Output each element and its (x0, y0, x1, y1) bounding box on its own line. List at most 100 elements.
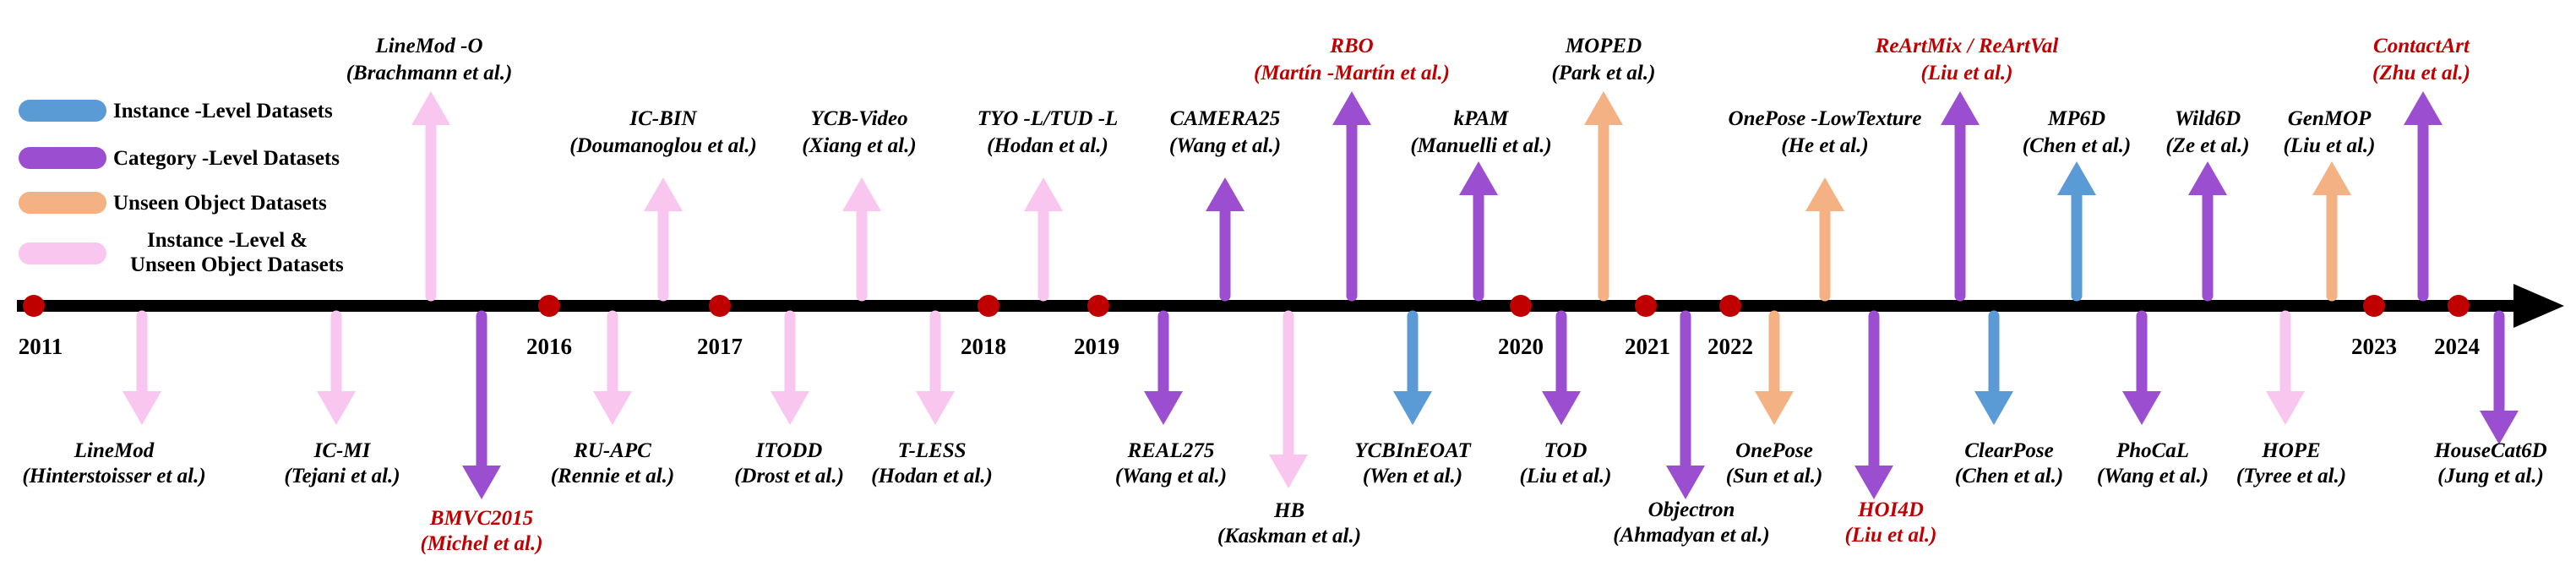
dataset-author-ru-apc: (Rennie et al.) (551, 465, 675, 487)
arrow-head-linemod (123, 391, 161, 425)
dataset-name-itodd: ITODD (755, 439, 823, 462)
dataset-name-phocal: PhoCaL (2116, 439, 2189, 462)
year-marker-2023 (2363, 295, 2385, 317)
arrow-head-clearpose (1974, 391, 2013, 425)
dataset-arrow-hoi4d (1854, 310, 1893, 499)
dataset-arrow-hb (1269, 310, 1308, 488)
dataset-author-linemod-o: (Brachmann et al.) (346, 62, 513, 84)
arrow-head-onepose (1755, 391, 1794, 425)
dataset-author-linemod: (Hinterstoisser et al.) (22, 465, 205, 487)
year-label-2016: 2016 (526, 334, 572, 359)
arrow-head-hoi4d (1854, 466, 1893, 499)
year-marker-2018 (978, 295, 999, 317)
timeline-axis (17, 284, 2564, 328)
dataset-author-contactart: (Zhu et al.) (2372, 62, 2470, 84)
dataset-name-ru-apc: RU-APC (573, 439, 651, 462)
year-label-2017: 2017 (697, 334, 743, 359)
arrow-head-ic-bin (644, 177, 683, 211)
dataset-name-hb: HB (1273, 499, 1304, 522)
dataset-name-rbo: RBO (1329, 35, 1373, 57)
dataset-arrow-ic-mi (317, 310, 356, 425)
legend-label-category: Category -Level Datasets (113, 147, 340, 170)
dataset-name-tod: TOD (1544, 439, 1588, 462)
dataset-author-hoi4d: (Liu et al.) (1844, 524, 1936, 547)
dataset-arrow-hope (2266, 310, 2305, 425)
dataset-arrow-rbo (1332, 91, 1371, 302)
dataset-name-clearpose: ClearPose (1964, 439, 2054, 462)
dataset-author-wild6d: (Ze et al.) (2165, 134, 2249, 157)
legend-swatch-category (19, 147, 106, 169)
dataset-name-linemod-o: LineMod -O (374, 35, 482, 57)
year-label-2011: 2011 (19, 334, 63, 359)
arrow-head-itodd (771, 391, 809, 425)
dataset-arrow-linemod (123, 310, 161, 425)
legend-label-instance: Instance -Level Datasets (113, 100, 333, 123)
dataset-author-real275: (Wang et al.) (1115, 465, 1227, 487)
dataset-arrow-genmop (2312, 161, 2351, 302)
dataset-name-tyo-l-tud-l: TYO -L/TUD -L (978, 107, 1119, 130)
year-label-2023: 2023 (2351, 334, 2397, 359)
dataset-arrow-real275 (1144, 310, 1183, 425)
dataset-name-real275: REAL275 (1127, 439, 1215, 462)
arrow-head-bmvc2015 (462, 466, 501, 499)
dataset-author-onepose: (Sun et al.) (1726, 465, 1823, 487)
year-label-2018: 2018 (961, 334, 1006, 359)
dataset-name-mp6d: MP6D (2047, 107, 2105, 130)
dataset-arrow-housecat6d (2480, 310, 2519, 444)
arrow-head-genmop (2312, 161, 2351, 195)
dataset-author-itodd: (Drost et al.) (734, 465, 844, 487)
year-marker-2021 (1635, 295, 1657, 317)
dataset-arrow-tyo-l-tud-l (1024, 177, 1063, 302)
dataset-arrow-itodd (771, 310, 809, 425)
dataset-arrow-ycb-video (842, 177, 881, 302)
dataset-name-ycbineoat: YCBInEOAT (1354, 439, 1472, 462)
arrow-head-tyo-l-tud-l (1024, 177, 1063, 211)
dataset-arrow-kpam (1459, 161, 1498, 302)
dataset-name-contactart: ContactArt (2373, 35, 2470, 57)
dataset-author-ycb-video: (Xiang et al.) (802, 134, 916, 157)
year-label-2022: 2022 (1707, 334, 1753, 359)
arrow-head-wild6d (2188, 161, 2227, 195)
timeline-arrowhead (2513, 284, 2564, 328)
dataset-author-clearpose: (Chen et al.) (1955, 465, 2063, 487)
arrow-head-hope (2266, 391, 2305, 425)
legend-swatch-instance-unseen (19, 242, 106, 264)
arrow-head-ycbineoat (1393, 391, 1432, 425)
dataset-author-ic-bin: (Doumanoglou et al.) (569, 134, 757, 157)
arrow-head-mp6d (2057, 161, 2096, 195)
arrow-head-ycb-video (842, 177, 881, 211)
dataset-name-t-less: T-LESS (897, 439, 966, 462)
dataset-author-reartmix-reartval: (Liu et al.) (1920, 62, 2012, 84)
year-marker-2016 (538, 295, 560, 317)
dataset-arrow-wild6d (2188, 161, 2227, 302)
dataset-arrow-camera25 (1206, 177, 1244, 302)
dataset-author-moped: (Park et al.) (1552, 62, 1656, 84)
arrow-head-ic-mi (317, 391, 356, 425)
arrow-head-contactart (2404, 91, 2443, 125)
dataset-author-ycbineoat: (Wen et al.) (1363, 465, 1462, 487)
arrow-head-kpam (1459, 161, 1498, 195)
dataset-author-mp6d: (Chen et al.) (2023, 134, 2131, 157)
legend-swatch-unseen (19, 192, 106, 214)
dataset-arrow-ycbineoat (1393, 310, 1432, 425)
arrow-head-ru-apc (593, 391, 632, 425)
dataset-arrow-onepose (1755, 310, 1794, 425)
dataset-author-objectron: (Ahmadyan et al.) (1613, 524, 1769, 547)
arrow-head-phocal (2122, 391, 2161, 425)
year-marker-2022 (1719, 295, 1741, 317)
dataset-name-bmvc2015: BMVC2015 (429, 507, 533, 530)
dataset-arrow-contactart (2404, 91, 2443, 302)
arrow-head-housecat6d (2480, 411, 2519, 444)
year-label-2021: 2021 (1625, 334, 1670, 359)
dataset-labels: LineMod(Hinterstoisser et al.)IC-MI(Teja… (22, 35, 2546, 555)
dataset-arrow-t-less (916, 310, 955, 425)
dataset-arrow-ru-apc (593, 310, 632, 425)
dataset-author-tyo-l-tud-l: (Hodan et al.) (987, 134, 1108, 157)
dataset-arrow-phocal (2122, 310, 2161, 425)
year-marker-2020 (1510, 295, 1532, 317)
dataset-arrow-clearpose (1974, 310, 2013, 425)
year-marker-2011 (23, 295, 45, 317)
dataset-arrow-ic-bin (644, 177, 683, 302)
